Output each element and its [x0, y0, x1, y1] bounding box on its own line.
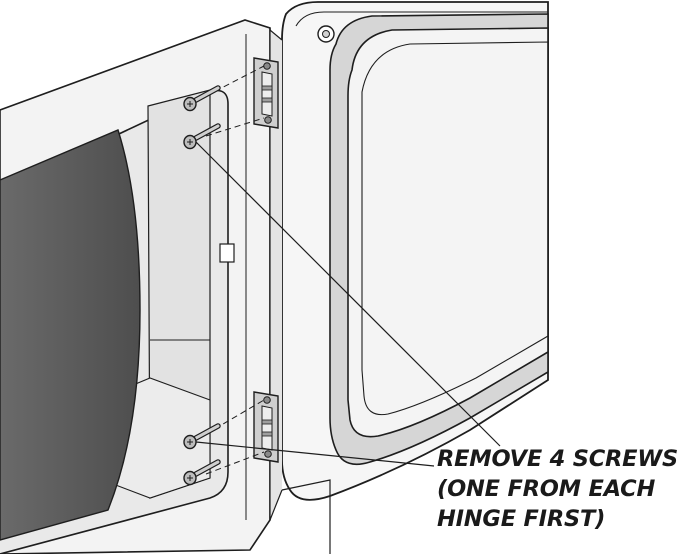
instruction-line-2: (ONE FROM EACH	[437, 476, 656, 502]
screw-icon-3	[183, 423, 221, 450]
screw-icon-1	[183, 85, 221, 112]
lower-hinge-icon	[253, 391, 279, 463]
upper-hinge-icon	[253, 57, 279, 129]
instruction-line-1: REMOVE 4 SCREWS	[437, 446, 678, 472]
door-switch-square	[219, 243, 235, 263]
door	[269, 1, 549, 521]
cabinet-lower-edge	[281, 479, 331, 554]
callout-leader-lines	[195, 141, 501, 467]
screw-icon-4	[183, 459, 221, 486]
instruction-callout: REMOVE 4 SCREWS (ONE FROM EACH HINGE FIR…	[437, 444, 687, 534]
instruction-line-3: HINGE FIRST)	[437, 506, 606, 532]
drum-interior	[0, 129, 141, 541]
screw-icon-2	[183, 123, 221, 150]
